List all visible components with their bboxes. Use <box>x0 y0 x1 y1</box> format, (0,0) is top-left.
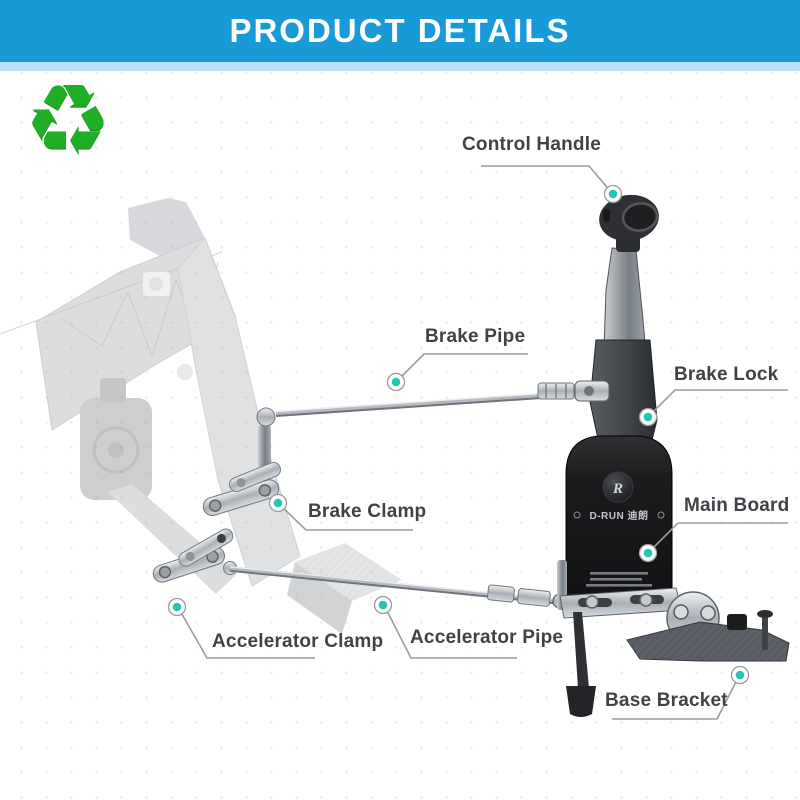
callout-label-brake-lock: Brake Lock <box>674 364 779 385</box>
callout-label-control-handle: Control Handle <box>462 134 601 155</box>
brand-logo-sphere <box>602 471 634 503</box>
callout-label-main-board: Main Board <box>684 495 790 516</box>
header-banner: PRODUCT DETAILS <box>0 0 800 62</box>
header-accent-strip <box>0 62 800 71</box>
accelerator-pipe-part <box>223 561 568 609</box>
spec-text-lines <box>586 572 652 587</box>
callout-label-accelerator-pipe: Accelerator Pipe <box>410 627 564 648</box>
callout-label-brake-pipe: Brake Pipe <box>425 326 526 347</box>
page-title: PRODUCT DETAILS <box>229 12 571 49</box>
callout-label-accelerator-clamp: Accelerator Clamp <box>212 631 384 652</box>
brake-clamp-part <box>202 407 282 516</box>
brand-logo-monogram: R <box>612 481 623 497</box>
callout-label-base-bracket: Base Bracket <box>605 690 728 711</box>
brand-text: D-RUN 迪朗 <box>590 509 649 522</box>
diagram-canvas: ♻ <box>0 71 800 800</box>
control-handle-part <box>599 194 659 252</box>
main-board-part: R D-RUN 迪朗 <box>557 435 673 610</box>
base-bracket-part <box>626 610 790 662</box>
accelerator-clamp-part <box>152 528 234 583</box>
recycle-icon: ♻ <box>24 65 112 175</box>
hand-control-unit: R D-RUN 迪朗 <box>557 194 790 717</box>
brake-pipe-part <box>275 382 601 417</box>
product-photo: R D-RUN 迪朗 <box>0 194 790 717</box>
support-leg <box>566 612 596 717</box>
callout-label-brake-clamp: Brake Clamp <box>308 501 427 522</box>
